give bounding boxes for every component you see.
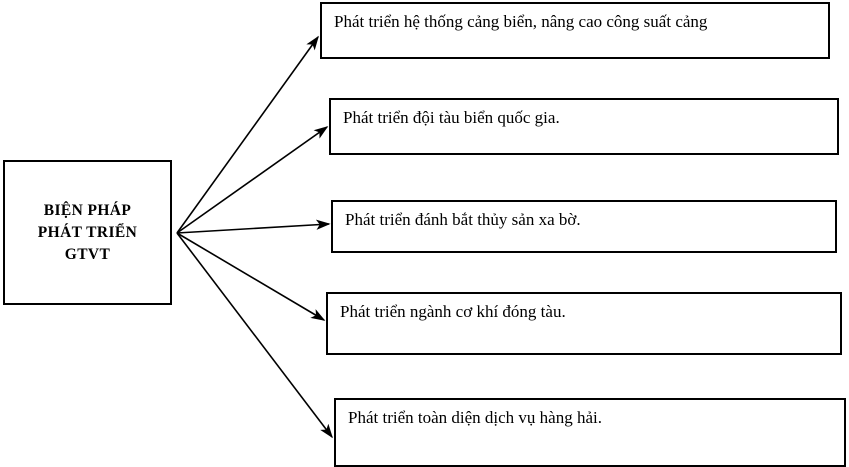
leaf-node-box-4: Phát triển ngành cơ khí đóng tàu. xyxy=(326,292,842,355)
leaf-node-label-2: Phát triển đội tàu biển quốc gia. xyxy=(343,108,560,127)
leaf-node-label-5: Phát triển toàn diện dịch vụ hàng hải. xyxy=(348,408,602,427)
root-node-box: BIỆN PHÁP PHÁT TRIỂN GTVT xyxy=(3,160,172,305)
leaf-node-label-1: Phát triển hệ thống cảng biển, nâng cao … xyxy=(334,12,708,31)
leaf-node-box-2: Phát triển đội tàu biển quốc gia. xyxy=(329,98,839,155)
edge-root-to-node-2 xyxy=(176,126,329,234)
leaf-node-box-5: Phát triển toàn diện dịch vụ hàng hải. xyxy=(334,398,846,467)
leaf-node-box-1: Phát triển hệ thống cảng biển, nâng cao … xyxy=(320,2,830,59)
leaf-node-label-4: Phát triển ngành cơ khí đóng tàu. xyxy=(340,302,566,321)
edge-root-to-node-4 xyxy=(176,232,326,321)
edge-root-to-node-5 xyxy=(176,232,333,439)
edge-root-to-node-3 xyxy=(176,219,331,234)
leaf-node-box-3: Phát triển đánh bắt thủy sản xa bờ. xyxy=(331,200,837,253)
leaf-node-label-3: Phát triển đánh bắt thủy sản xa bờ. xyxy=(345,210,581,229)
edge-root-to-node-1 xyxy=(176,35,319,234)
root-node-label: BIỆN PHÁP PHÁT TRIỂN GTVT xyxy=(37,201,138,263)
